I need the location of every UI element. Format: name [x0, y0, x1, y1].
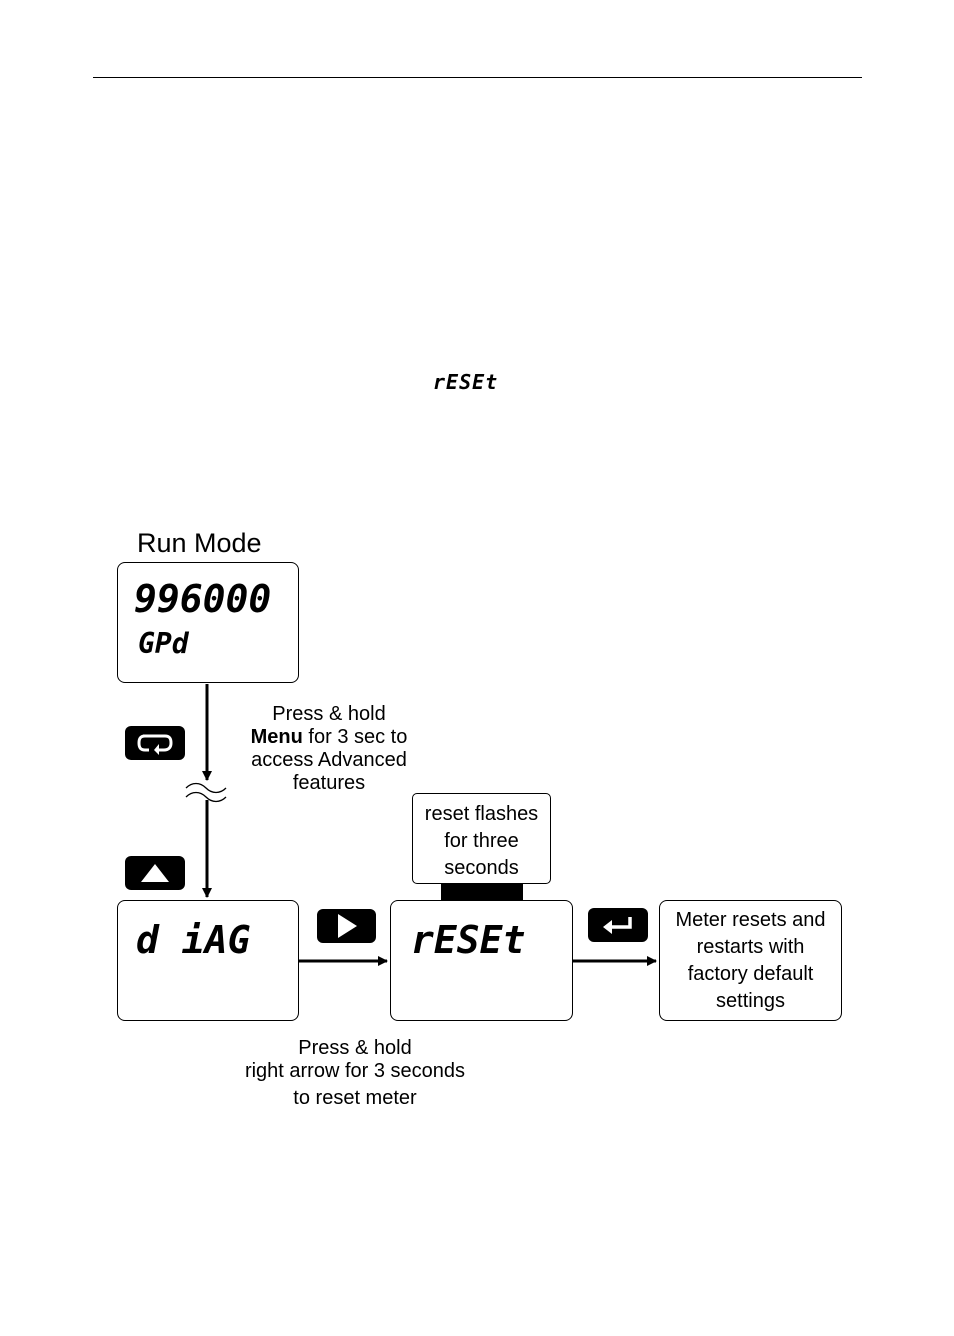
run-mode-display: 996000 GPd — [117, 562, 299, 683]
result-note-box: Meter resets and restarts with factory d… — [659, 900, 842, 1021]
flash-note-line3: seconds — [444, 857, 519, 879]
menu-button-icon — [125, 726, 185, 760]
bottom-instruction-note: Press & hold right arrow for 3 seconds t… — [215, 1037, 495, 1110]
enter-button-icon — [588, 908, 648, 942]
right-button-icon — [317, 909, 376, 943]
menu-note-line2: Menu for 3 sec to — [229, 726, 429, 749]
menu-note-line3: access Advanced — [251, 749, 407, 771]
menu-note-line4: features — [292, 772, 366, 794]
flash-note-line1: reset flashes — [424, 803, 539, 825]
run-display-value: 996000 — [134, 577, 272, 621]
break-tilde-icon-2 — [185, 791, 227, 803]
diag-display-text: d iAG — [136, 918, 251, 962]
diagram-title: Run Mode — [137, 528, 262, 558]
header-rule — [93, 77, 862, 78]
up-button-icon — [125, 856, 185, 890]
run-display-unit: GPd — [138, 627, 189, 660]
bottom-note-line3: to reset meter — [293, 1087, 417, 1109]
bottom-note-line1: Press & hold — [298, 1037, 412, 1059]
result-note-line3: factory default — [687, 963, 814, 985]
menu-note-line1: Press & hold — [272, 703, 386, 725]
reset-display: rESEt — [390, 900, 573, 1021]
break-tilde-icon — [185, 782, 227, 794]
result-note-line4: settings — [716, 990, 785, 1012]
diag-display: d iAG — [117, 900, 299, 1021]
menu-note-bold: Menu — [250, 726, 303, 748]
menu-note-line2-rest: for 3 sec to — [302, 726, 408, 748]
flash-note-line2: for three — [444, 830, 519, 852]
flash-note-box: reset flashes for three seconds — [412, 793, 551, 884]
menu-instruction-note: Press & hold Menu for 3 sec to access Ad… — [229, 703, 429, 795]
flash-connector-bar — [441, 884, 523, 901]
result-note-line2: restarts with — [696, 936, 805, 958]
reset-display-text: rESEt — [411, 918, 526, 962]
bottom-note-line2: right arrow for 3 seconds — [244, 1060, 466, 1082]
inline-reset-symbol: rESEt — [433, 370, 499, 394]
result-note-line1: Meter resets and — [675, 909, 826, 931]
